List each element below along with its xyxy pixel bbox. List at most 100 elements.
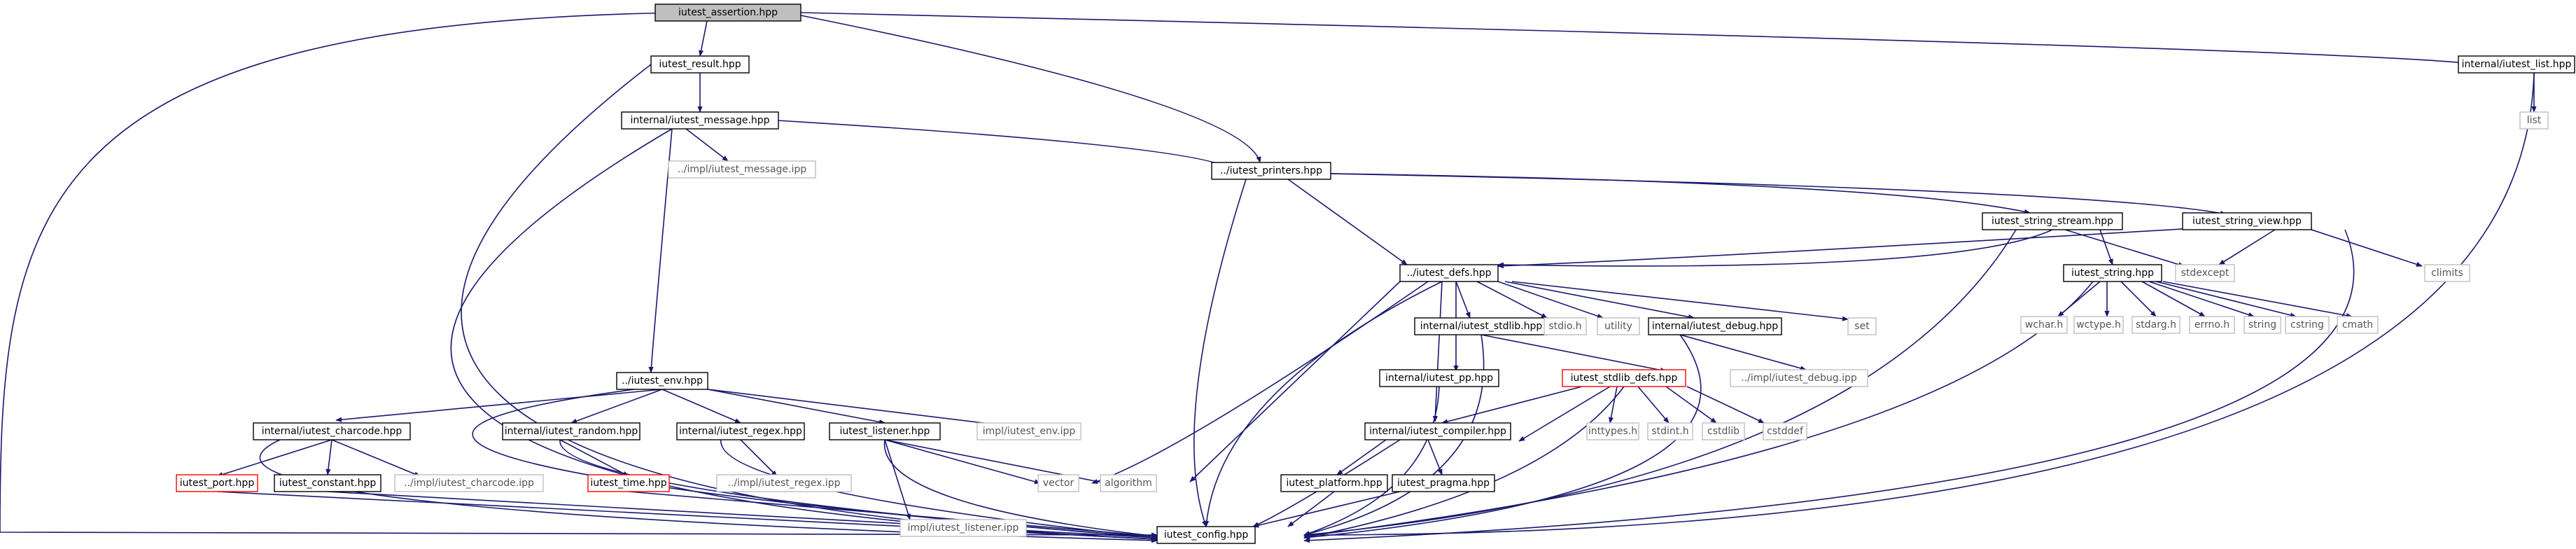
node-label: impl/iutest_listener.ipp xyxy=(908,522,1019,534)
edges-layer xyxy=(0,12,2537,543)
node-label: ../iutest_defs.hpp xyxy=(1406,267,1491,279)
node-label: cmath xyxy=(2342,319,2373,331)
node-regex[interactable]: internal/iutest_regex.hpp xyxy=(676,422,805,440)
node-box xyxy=(2175,264,2235,282)
dependency-edge xyxy=(662,389,741,424)
node-label: ../iutest_env.hpp xyxy=(622,375,703,387)
node-random[interactable]: internal/iutest_random.hpp xyxy=(502,422,640,440)
dependency-edge xyxy=(884,439,911,520)
node-stdlib-hpp[interactable]: internal/iutest_stdlib.hpp xyxy=(1414,317,1548,335)
node-label: iutest_string.hpp xyxy=(2071,267,2154,279)
node-box xyxy=(2063,264,2162,282)
node-box xyxy=(2424,264,2470,282)
node-label: ../iutest_printers.hpp xyxy=(1220,165,1322,176)
node-platform[interactable]: iutest_platform.hpp xyxy=(1280,474,1388,492)
node-string-std: string xyxy=(2244,316,2281,334)
node-env-ipp: impl/iutest_env.ipp xyxy=(976,422,1082,440)
dependency-edge xyxy=(327,491,1158,541)
node-env[interactable]: ../iutest_env.hpp xyxy=(616,372,708,390)
dependency-edge xyxy=(1637,386,1670,424)
node-regex-ipp: ../impl/iutest_regex.ipp xyxy=(716,474,852,492)
node-box xyxy=(2337,316,2379,334)
node-config[interactable]: iutest_config.hpp xyxy=(1156,526,1256,544)
dependency-edge xyxy=(450,128,1158,542)
node-label: stdint.h xyxy=(1651,426,1688,437)
node-message[interactable]: internal/iutest_message.hpp xyxy=(621,111,779,130)
dependency-edge xyxy=(1303,334,1702,540)
node-box xyxy=(1399,264,1499,282)
node-utility: utility xyxy=(1597,317,1640,335)
node-label: stdarg.h xyxy=(2136,319,2176,331)
node-compiler[interactable]: internal/iutest_compiler.hpp xyxy=(1364,422,1511,440)
node-box xyxy=(1100,474,1157,492)
node-box xyxy=(274,474,382,492)
node-box xyxy=(1156,526,1256,544)
node-listener[interactable]: iutest_listener.hpp xyxy=(829,422,941,440)
node-label: algorithm xyxy=(1105,478,1152,489)
dependency-edge xyxy=(1427,439,1443,475)
node-stdlib-defs[interactable]: iutest_stdlib_defs.hpp xyxy=(1562,369,1686,387)
dependency-edge xyxy=(331,439,421,477)
node-time[interactable]: iutest_time.hpp xyxy=(587,474,670,492)
node-result[interactable]: iutest_result.hpp xyxy=(650,55,750,74)
dependency-edge xyxy=(1511,281,1849,321)
node-box xyxy=(976,422,1082,440)
node-cstddef: cstddef xyxy=(1763,422,1807,440)
node-label: iutest_time.hpp xyxy=(590,478,666,489)
node-label: climits xyxy=(2431,267,2463,279)
node-printers[interactable]: ../iutest_printers.hpp xyxy=(1211,162,1331,180)
dependency-edge xyxy=(883,439,1158,538)
dependency-edge xyxy=(259,439,1158,543)
dependency-edge xyxy=(1303,229,2017,537)
dependency-edge xyxy=(472,389,1158,540)
node-box xyxy=(676,422,805,440)
dependency-edge xyxy=(326,439,332,475)
dependency-edge xyxy=(1287,179,1408,265)
node-string-stream[interactable]: iutest_string_stream.hpp xyxy=(1982,212,2123,230)
node-label: utility xyxy=(1604,321,1632,332)
node-label: wctype.h xyxy=(2076,319,2121,331)
node-debug[interactable]: internal/iutest_debug.hpp xyxy=(1648,317,1782,335)
dependency-edge xyxy=(685,128,729,162)
node-label: cstddef xyxy=(1767,426,1804,437)
node-port[interactable]: iutest_port.hpp xyxy=(176,474,258,492)
node-pragma[interactable]: iutest_pragma.hpp xyxy=(1392,474,1495,492)
node-listener-ipp: impl/iutest_listener.ipp xyxy=(899,519,1027,537)
node-string-view[interactable]: iutest_string_view.hpp xyxy=(2182,212,2312,230)
dependency-edge xyxy=(570,389,663,424)
node-box xyxy=(668,160,816,179)
node-label: cstdlib xyxy=(1707,426,1740,437)
node-box xyxy=(1597,317,1640,335)
node-box xyxy=(1544,317,1587,335)
dependency-edge xyxy=(1303,72,2535,538)
dependency-edge xyxy=(1497,221,2312,269)
node-string-hpp[interactable]: iutest_string.hpp xyxy=(2063,264,2162,282)
node-label: inttypes.h xyxy=(1588,426,1637,437)
node-wchar: wchar.h xyxy=(2020,316,2068,334)
node-box xyxy=(1211,162,1331,180)
dependency-edge xyxy=(216,439,332,477)
node-defs[interactable]: ../iutest_defs.hpp xyxy=(1399,264,1499,282)
node-label: ../impl/iutest_message.ipp xyxy=(678,164,806,175)
dependency-edge xyxy=(2141,281,2206,317)
dependency-edge xyxy=(628,491,1158,538)
node-label: ../impl/iutest_debug.ipp xyxy=(1741,373,1857,384)
node-list-std: list xyxy=(2519,111,2549,130)
node-pp[interactable]: internal/iutest_pp.hpp xyxy=(1379,369,1499,387)
node-box xyxy=(1982,212,2123,230)
dependency-edge xyxy=(1432,281,1443,422)
dependency-edge xyxy=(2155,281,2297,318)
node-cstring: cstring xyxy=(2285,316,2330,334)
node-charcode[interactable]: internal/iutest_charcode.hpp xyxy=(253,422,411,440)
node-box xyxy=(2182,212,2312,230)
dependency-edge xyxy=(1504,281,1695,320)
node-box xyxy=(1379,369,1499,387)
node-box xyxy=(2519,111,2549,130)
dependency-edge xyxy=(1303,229,2355,543)
node-box xyxy=(616,372,708,390)
node-list[interactable]: internal/iutest_list.hpp xyxy=(2458,55,2575,74)
node-constant[interactable]: iutest_constant.hpp xyxy=(274,474,382,492)
dependency-edge xyxy=(1336,439,1387,475)
dependency-edge xyxy=(1252,491,1401,528)
